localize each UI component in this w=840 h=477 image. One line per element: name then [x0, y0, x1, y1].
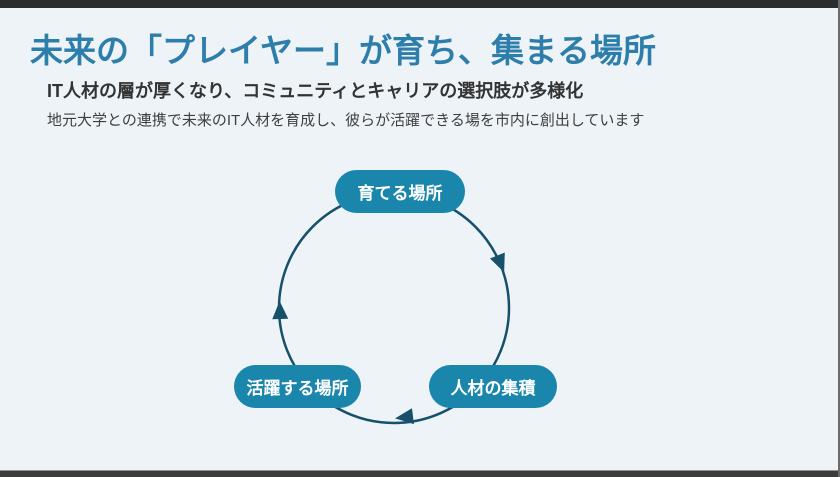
cycle-node-accumulate: 人材の集積 [429, 365, 557, 408]
screen-bottom-bar [0, 470, 840, 477]
cycle-node-thrive: 活躍する場所 [234, 365, 361, 408]
cycle-arrow-bottom-icon [395, 408, 414, 425]
slide-description: 地元大学との連携で未来のIT人材を育成し、彼らが活躍できる場を市内に創出していま… [47, 112, 645, 129]
cycle-node-grow: 育てる場所 [335, 170, 465, 213]
screen-top-bar [0, 0, 840, 8]
slide-title: 未来の「プレイヤー」が育ち、集まる場所 [30, 32, 657, 69]
slide-subtitle: IT人材の層が厚くなり、コミュニティとキャリアの選択肢が多様化 [47, 81, 584, 101]
cycle-arrow-left-icon [272, 301, 289, 320]
cycle-arrow-right-icon [489, 252, 505, 273]
screen-right-edge [838, 0, 840, 477]
